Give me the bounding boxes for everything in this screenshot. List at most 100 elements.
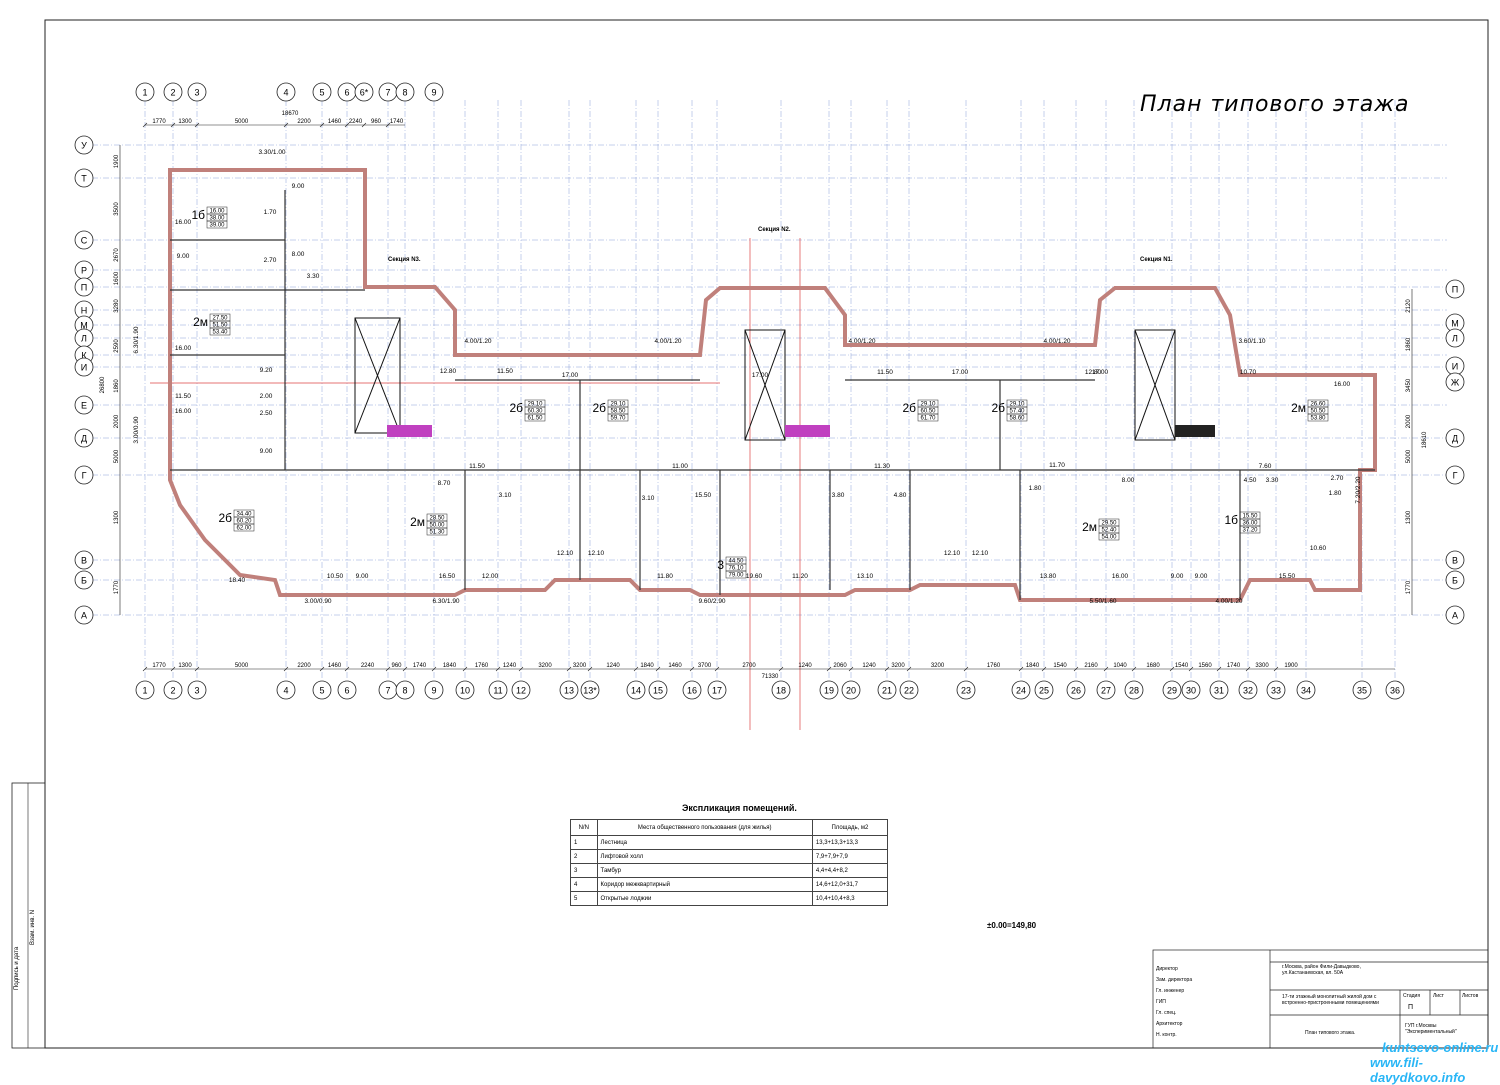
room-area: 11.50: [877, 369, 893, 376]
dimension-value: 1040: [1113, 663, 1127, 669]
section-cut-lines: [150, 238, 801, 730]
dimension-value: 960: [371, 119, 382, 125]
axis-marker: Л: [1445, 328, 1465, 348]
svg-text:24: 24: [1016, 686, 1026, 696]
room-area: 2.70: [1331, 475, 1344, 482]
axis-marker: 19: [819, 680, 839, 700]
plumbing-shafts: [387, 425, 1215, 437]
axis-marker: 13: [559, 680, 579, 700]
svg-text:Р: Р: [81, 266, 87, 276]
dimension-value: 3500: [114, 202, 120, 216]
svg-text:2м: 2м: [1291, 401, 1306, 415]
dimension-value: 1840: [443, 663, 457, 669]
side-stamp: [11, 782, 46, 1049]
svg-text:1б: 1б: [191, 208, 205, 222]
svg-text:8: 8: [402, 686, 407, 696]
axis-marker: А: [74, 605, 94, 625]
dimension-value: 1760: [475, 663, 489, 669]
room-area: 15.50: [695, 492, 712, 499]
svg-text:Б: Б: [1452, 576, 1458, 586]
room-area: 11.00: [672, 463, 688, 470]
room-area: 11.20: [792, 573, 808, 580]
axis-marker: 20: [841, 680, 861, 700]
axis-marker: 30: [1181, 680, 1201, 700]
dimension-value: 2670: [114, 248, 120, 262]
balcony-area: 3.60/1.10: [1238, 338, 1265, 345]
title-block-organization: ГУП г.Москвы "Экспериментальный": [1405, 1023, 1457, 1035]
balcony-area: 3.30/1.00: [258, 149, 285, 156]
dimension-value: 1770: [152, 663, 166, 669]
dimension-value: 1900: [1284, 663, 1298, 669]
axis-marker: Д: [1445, 428, 1465, 448]
dimension-value: 1680: [1146, 663, 1160, 669]
explication-header-name: Места общественного пользования (для жил…: [596, 819, 813, 836]
svg-text:60.20: 60.20: [236, 519, 252, 525]
title-block-address: г.Москва, район Фили-Давыдково, ул.Каста…: [1282, 964, 1361, 976]
balcony-area: 7.20/2.20: [1355, 476, 1362, 503]
explication-header-n: N/N: [570, 819, 598, 836]
row-area: 7,9+7,9+7,9: [811, 849, 889, 864]
svg-text:2м: 2м: [1082, 520, 1097, 534]
axis-marker: 1: [135, 82, 155, 102]
axis-marker: И: [1445, 356, 1465, 376]
axis-marker: 25: [1034, 680, 1054, 700]
axis-marker: 9: [424, 82, 444, 102]
svg-text:39.00: 39.00: [209, 223, 225, 229]
axis-marker: 5: [312, 82, 332, 102]
room-area: 4.50: [1244, 477, 1257, 484]
axis-marker: 26: [1066, 680, 1086, 700]
axis-marker: 35: [1352, 680, 1372, 700]
svg-text:3: 3: [717, 558, 724, 572]
axis-marker: Г: [1445, 465, 1465, 485]
svg-text:17: 17: [712, 686, 722, 696]
axis-marker: 4: [276, 680, 296, 700]
building-outline: [168, 168, 1377, 602]
svg-text:И: И: [1452, 362, 1458, 372]
axis-marker: А: [1445, 605, 1465, 625]
svg-text:К: К: [81, 351, 87, 361]
room-area: 19.60: [746, 573, 763, 580]
axis-marker: 14: [626, 680, 646, 700]
room-area: 10.50: [327, 573, 344, 580]
dimension-value: 2200: [297, 663, 311, 669]
axis-marker: П: [1445, 279, 1465, 299]
dimension-value: 5000: [114, 449, 120, 463]
dimension-value: 2240: [349, 119, 363, 125]
svg-text:Г: Г: [82, 471, 87, 481]
axis-marker: 13*: [580, 680, 600, 700]
dimension-value: 1300: [1406, 510, 1412, 524]
room-area: 2.00: [260, 393, 273, 400]
svg-text:61.50: 61.50: [527, 416, 543, 422]
dimension-value: 1460: [668, 663, 682, 669]
svg-text:7: 7: [385, 88, 390, 98]
svg-text:29: 29: [1167, 686, 1177, 696]
dimension-value: 3200: [891, 663, 905, 669]
room-area: 16.00: [1112, 573, 1129, 580]
dimension-value: 5000: [235, 663, 249, 669]
room-area: 12.10: [557, 550, 574, 557]
dimension-value: 1770: [152, 119, 166, 125]
title-block-stage: П: [1408, 1004, 1414, 1011]
axis-marker: 16: [682, 680, 702, 700]
svg-text:30: 30: [1186, 686, 1196, 696]
room-area: 16.00: [175, 408, 192, 415]
svg-text:34.40: 34.40: [236, 512, 252, 518]
axis-marker: Е: [74, 395, 94, 415]
axis-marker: Д: [74, 428, 94, 448]
room-area: 11.70: [1049, 462, 1065, 469]
svg-text:Т: Т: [81, 174, 87, 184]
svg-text:61.70: 61.70: [920, 416, 936, 422]
dimension-value: 1240: [798, 663, 812, 669]
dimension-value: 5000: [1406, 449, 1412, 463]
title-block-sheet-header: Лист: [1433, 993, 1444, 999]
svg-text:29.10: 29.10: [610, 402, 626, 408]
svg-text:С: С: [81, 236, 88, 246]
room-area: 2.70: [264, 257, 277, 264]
svg-text:29.10: 29.10: [920, 402, 936, 408]
svg-text:62.00: 62.00: [236, 526, 252, 532]
svg-text:У: У: [81, 141, 87, 151]
